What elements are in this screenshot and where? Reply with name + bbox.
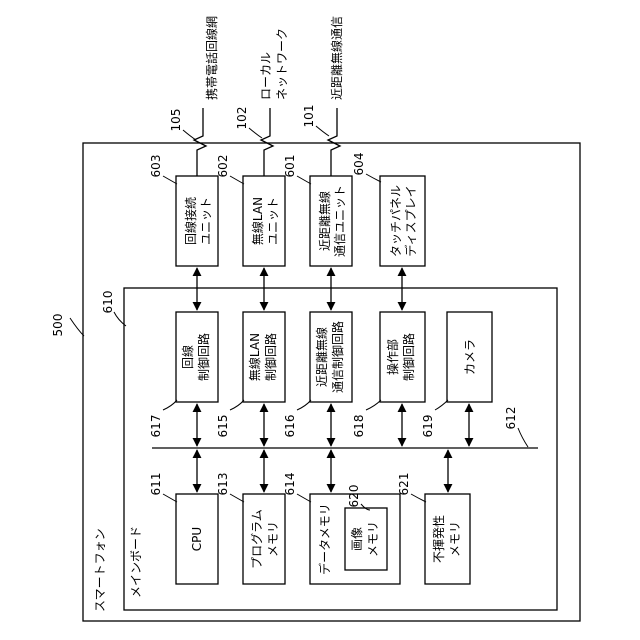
wlan-unit-ref-leader	[230, 176, 244, 184]
touch-panel-ref-leader	[366, 174, 381, 182]
wlan-unit-ref: 602	[216, 155, 230, 178]
line-connection-unit-text-2: ユニット	[199, 197, 213, 245]
op-control-text-2: 制御回路	[401, 333, 416, 381]
program-memory-ref: 613	[216, 473, 230, 496]
line-control-ref: 617	[149, 415, 163, 438]
op-control-ref: 618	[352, 415, 366, 438]
line-control-text-1: 回線	[180, 345, 195, 369]
lan-network-label-1: ローカル	[259, 52, 273, 100]
program-memory-text-2: メモリ	[266, 521, 280, 557]
wlan-unit-text-1: 無線LAN	[250, 197, 265, 245]
nonvolatile-memory-text-2: メモリ	[448, 521, 462, 557]
mobile-network-label: 携帯電話回線網	[204, 16, 219, 100]
lan-network-label-2: ネットワーク	[275, 28, 289, 100]
near-control-text-2: 通信制御回路	[330, 321, 345, 393]
lan-network-ref: 102	[235, 107, 249, 130]
near-ref-leader	[316, 126, 329, 136]
wlan-control-text-1: 無線LAN	[247, 333, 262, 381]
near-network-label: 近距離無線通信	[329, 16, 344, 100]
near-control-ref: 616	[283, 415, 297, 438]
image-memory-text-2: メモリ	[366, 521, 380, 557]
camera-ref: 619	[421, 415, 435, 438]
image-memory-ref: 620	[347, 485, 361, 508]
cpu-ref-leader	[163, 494, 177, 502]
near-field-unit-ref: 601	[283, 155, 297, 178]
data-memory-ref-leader	[297, 494, 311, 502]
wlan-control-ref: 615	[216, 415, 230, 438]
mobile-ref-leader	[183, 130, 196, 140]
line-control-text-2: 制御回路	[196, 333, 211, 381]
near-control-text-1: 近距離無線	[314, 327, 329, 387]
nonvolatile-memory-ref-leader	[411, 494, 426, 502]
image-memory-text-1: 画像	[350, 527, 364, 551]
line-connection-unit-ref: 603	[149, 155, 163, 178]
near-field-unit-ref-leader	[297, 176, 311, 184]
data-memory-ref: 614	[283, 473, 297, 496]
touch-panel-ref: 604	[352, 153, 366, 176]
near-control-ref-leader	[297, 400, 311, 410]
cpu-text: CPU	[190, 527, 204, 551]
smartphone-ref: 500	[51, 314, 65, 337]
near-network-line	[328, 108, 340, 176]
camera-ref-leader	[435, 400, 448, 410]
wlan-control-text-2: 制御回路	[263, 333, 278, 381]
data-memory-text: データメモリ	[317, 503, 332, 575]
near-network-ref: 101	[302, 105, 316, 128]
touch-panel-text-2: ディスプレイ	[403, 185, 418, 256]
op-control-text-1: 操作部	[385, 339, 400, 375]
nonvolatile-memory-text-1: 不揮発性	[432, 515, 446, 563]
bus-ref-leader	[518, 428, 528, 447]
program-memory-text-1: プログラム	[250, 509, 264, 569]
line-control-ref-leader	[163, 400, 177, 410]
line-connection-ref-leader	[163, 176, 177, 184]
line-connection-unit-text-1: 回線接続	[183, 197, 198, 245]
program-memory-ref-leader	[230, 494, 244, 502]
wlan-unit-text-2: ユニット	[266, 197, 280, 245]
main-board-label: メインボード	[129, 526, 143, 598]
op-control-ref-leader	[366, 400, 381, 410]
main-board-ref: 610	[101, 291, 115, 314]
nonvolatile-memory-ref: 621	[397, 473, 411, 496]
near-field-unit-text-1: 近距離無線	[317, 191, 332, 251]
camera-text: カメラ	[463, 339, 477, 375]
mobile-network-ref: 105	[169, 109, 183, 132]
near-field-unit-text-2: 通信ユニット	[333, 185, 347, 257]
mobile-network-line	[194, 108, 206, 176]
wlan-control-ref-leader	[230, 400, 244, 410]
smartphone-label: スマートフォン	[93, 528, 107, 612]
cpu-ref: 611	[149, 473, 163, 496]
bus-ref: 612	[504, 407, 518, 430]
smartphone-ref-leader	[70, 318, 84, 336]
lan-ref-leader	[249, 128, 262, 138]
lan-network-line	[261, 108, 273, 176]
touch-panel-text-1: タッチパネル	[389, 185, 403, 257]
